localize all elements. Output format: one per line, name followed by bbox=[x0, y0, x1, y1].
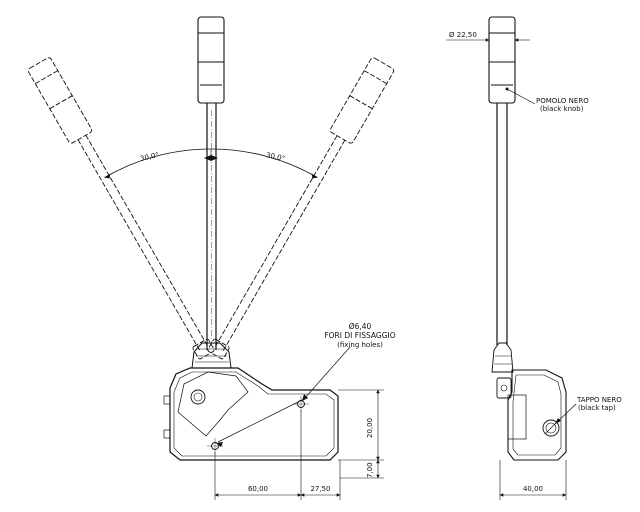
dim-60-label: 60,00 bbox=[247, 485, 269, 493]
knob-translation: (black knob) bbox=[540, 105, 584, 113]
dim-27-5-label: 27,50 bbox=[310, 485, 331, 493]
lever-left-tilted bbox=[27, 57, 215, 360]
knob-label: POMOLO NERO bbox=[536, 97, 589, 105]
dim-20-label: 20,00 bbox=[366, 417, 374, 438]
fixing-holes-translation: (fixing holes) bbox=[337, 341, 383, 349]
cap-translation: (black tap) bbox=[578, 404, 616, 412]
knob-diameter-label: Ø 22,50 bbox=[449, 31, 477, 39]
lever-base bbox=[163, 342, 339, 461]
side-width-dim bbox=[499, 460, 567, 500]
cap-label: TAPPO NERO bbox=[577, 396, 622, 404]
lever-vertical bbox=[197, 16, 225, 350]
side-base bbox=[491, 342, 567, 461]
dim-7-label: 7,00 bbox=[366, 462, 374, 478]
front-dimensions bbox=[214, 389, 384, 500]
side-view bbox=[446, 16, 577, 500]
hole-leaders bbox=[216, 346, 351, 447]
fixing-holes-label: FORI DI FISSAGGIO bbox=[324, 331, 396, 340]
cap-leader bbox=[554, 403, 577, 425]
front-view bbox=[27, 16, 395, 500]
angle-dimension-arc bbox=[104, 148, 318, 179]
side-knob bbox=[488, 16, 516, 345]
hole-diameter-label: Ø6,40 bbox=[348, 322, 372, 331]
lever-right-tilted bbox=[207, 57, 395, 360]
dim-40-label: 40,00 bbox=[522, 485, 544, 493]
knob-leader bbox=[505, 87, 536, 105]
